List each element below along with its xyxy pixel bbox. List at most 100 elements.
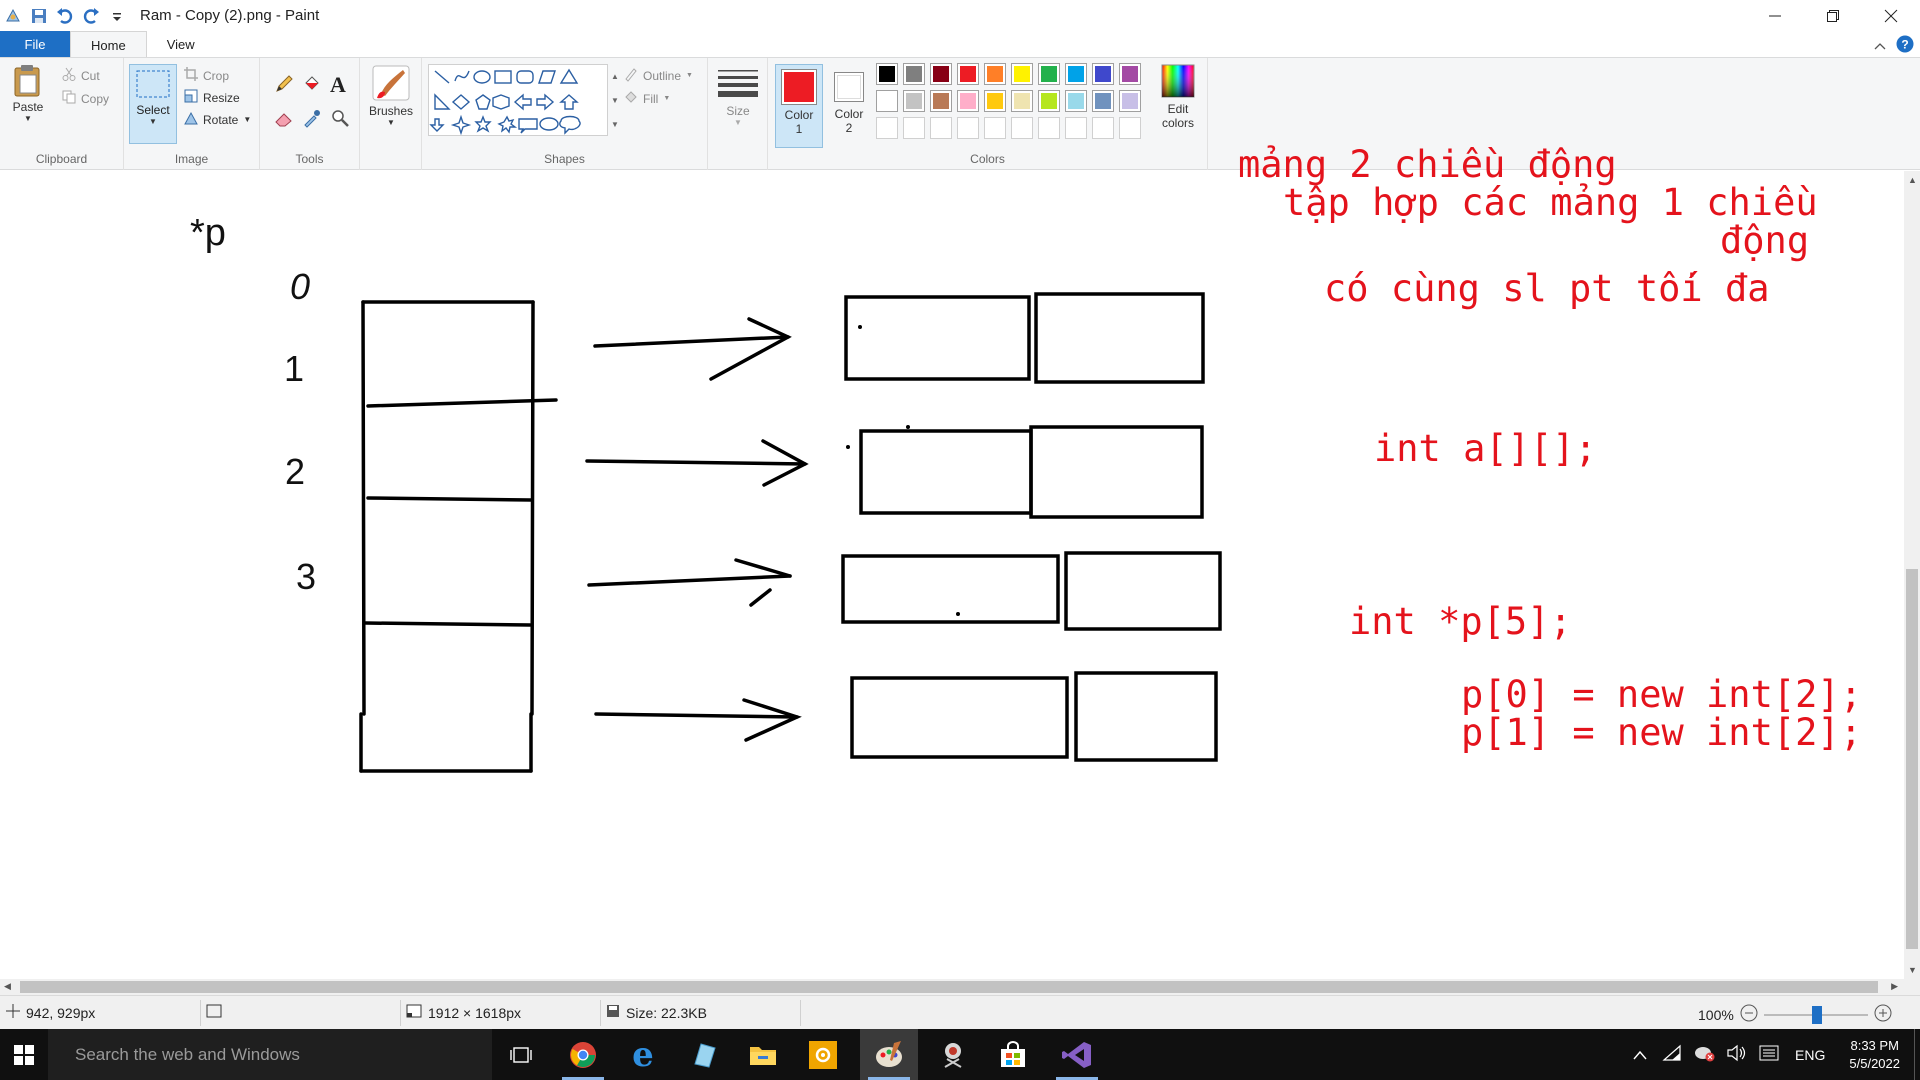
palette-swatch[interactable] [1092, 63, 1114, 85]
palette-swatch[interactable] [1011, 90, 1033, 112]
brushes-dropdown-chevron-icon[interactable]: ▼ [387, 118, 395, 127]
taskbar-clock[interactable]: 8:33 PM 5/5/2022 [1835, 1037, 1914, 1073]
taskbar-edge[interactable]: e [614, 1029, 672, 1080]
color2-button[interactable]: Color 2 [827, 64, 871, 135]
collapse-ribbon-icon[interactable] [1874, 38, 1886, 53]
taskbar-visual-studio[interactable] [1048, 1029, 1106, 1080]
scroll-up-arrow-icon[interactable]: ▲ [1908, 175, 1917, 185]
palette-swatch[interactable] [957, 63, 979, 85]
zoom-slider[interactable] [1763, 1005, 1868, 1024]
rotate-button[interactable]: Rotate ▼ [184, 111, 251, 128]
brushes-button[interactable]: Brushes ▼ [366, 64, 416, 127]
tab-home[interactable]: Home [70, 31, 147, 58]
zoom-out-icon[interactable] [1740, 1004, 1758, 1025]
scroll-right-arrow-icon[interactable]: ▶ [1891, 981, 1898, 991]
custom-color-slot[interactable] [903, 117, 925, 139]
size-dropdown-chevron-icon[interactable]: ▼ [734, 118, 742, 127]
palette-swatch[interactable] [903, 90, 925, 112]
help-icon[interactable]: ? [1896, 35, 1914, 56]
minimize-button[interactable] [1746, 0, 1804, 31]
palette-swatch[interactable] [876, 63, 898, 85]
undo-icon[interactable] [56, 7, 74, 25]
horizontal-scrollbar[interactable]: ◀ ▶ [0, 979, 1904, 995]
custom-color-slot[interactable] [984, 117, 1006, 139]
palette-swatch[interactable] [984, 63, 1006, 85]
close-button[interactable] [1862, 0, 1920, 31]
palette-swatch[interactable] [1065, 90, 1087, 112]
edit-colors-button[interactable]: Edit colors [1153, 64, 1203, 130]
palette-swatch[interactable] [876, 90, 898, 112]
copy-button[interactable]: Copy [62, 90, 109, 107]
save-icon[interactable] [30, 7, 48, 25]
crop-button[interactable]: Crop [184, 67, 229, 84]
custom-color-slot[interactable] [1065, 117, 1087, 139]
size-button[interactable]: Size ▼ [714, 68, 762, 127]
start-button[interactable] [0, 1029, 48, 1080]
pencil-icon[interactable] [274, 74, 294, 97]
resize-button[interactable]: Resize [184, 89, 240, 106]
taskbar-paint[interactable] [860, 1029, 918, 1080]
drawing-canvas[interactable]: *p 0 1 2 3 mảng 2 chiều động tập hợp các… [0, 143, 1904, 979]
palette-swatch[interactable] [1011, 63, 1033, 85]
expand-gallery-chevron-icon[interactable]: ▼ [611, 119, 619, 129]
taskbar-app-blue[interactable] [674, 1029, 732, 1080]
outline-dropdown-chevron-icon[interactable]: ▼ [686, 72, 693, 79]
palette-swatch[interactable] [930, 90, 952, 112]
redo-icon[interactable] [82, 7, 100, 25]
select-button[interactable]: Select ▼ [129, 64, 177, 144]
scroll-down-chevron-icon[interactable]: ▼ [611, 95, 619, 105]
paste-dropdown-chevron-icon[interactable]: ▼ [24, 114, 32, 123]
palette-swatch[interactable] [1038, 90, 1060, 112]
cut-button[interactable]: Cut [62, 67, 100, 84]
custom-color-slot[interactable] [930, 117, 952, 139]
scroll-down-arrow-icon[interactable]: ▼ [1908, 965, 1917, 975]
volume-icon[interactable] [1721, 1044, 1753, 1064]
palette-swatch[interactable] [1038, 63, 1060, 85]
shapes-gallery[interactable] [428, 64, 608, 136]
show-hidden-icons-chevron-icon[interactable] [1623, 1047, 1657, 1063]
palette-swatch[interactable] [984, 90, 1006, 112]
eraser-icon[interactable] [274, 108, 294, 131]
palette-swatch[interactable] [957, 90, 979, 112]
outline-button[interactable]: Outline ▼ [624, 67, 693, 84]
network-warning-icon[interactable] [1687, 1044, 1721, 1065]
keyboard-icon[interactable] [1753, 1045, 1785, 1064]
fill-bucket-icon[interactable] [302, 74, 322, 97]
zoom-in-icon[interactable] [1874, 1004, 1892, 1025]
restore-button[interactable] [1804, 0, 1862, 31]
taskbar-store[interactable] [984, 1029, 1042, 1080]
rotate-dropdown-chevron-icon[interactable]: ▼ [243, 115, 252, 124]
vertical-scrollbar[interactable]: ▲ ▼ [1904, 171, 1920, 979]
palette-swatch[interactable] [1119, 90, 1141, 112]
scroll-up-chevron-icon[interactable]: ▲ [611, 71, 619, 81]
palette-swatch[interactable] [1119, 63, 1141, 85]
fill-dropdown-chevron-icon[interactable]: ▼ [663, 95, 671, 102]
select-dropdown-chevron-icon[interactable]: ▼ [149, 117, 157, 126]
color-picker-icon[interactable] [302, 108, 322, 131]
tab-view[interactable]: View [166, 36, 195, 52]
text-tool-icon[interactable]: A [330, 72, 346, 97]
wifi-icon[interactable] [1657, 1044, 1687, 1064]
palette-swatch[interactable] [930, 63, 952, 85]
palette-swatch[interactable] [1065, 63, 1087, 85]
input-language[interactable]: ENG [1795, 1046, 1826, 1063]
color1-button[interactable]: Color 1 [775, 64, 823, 148]
task-view-button[interactable] [492, 1029, 550, 1080]
tab-file[interactable]: File [0, 31, 70, 57]
custom-color-slot[interactable] [1038, 117, 1060, 139]
customize-toolbar-chevron-icon[interactable] [108, 7, 126, 25]
custom-color-slot[interactable] [957, 117, 979, 139]
custom-color-slot[interactable] [1011, 117, 1033, 139]
palette-swatch[interactable] [1092, 90, 1114, 112]
custom-color-slot[interactable] [876, 117, 898, 139]
palette-swatch[interactable] [903, 63, 925, 85]
horizontal-scroll-thumb[interactable] [20, 981, 1878, 993]
paste-button[interactable]: Paste ▼ [6, 64, 50, 123]
taskbar-search-box[interactable]: Search the web and Windows [48, 1029, 492, 1080]
taskbar-chrome[interactable] [554, 1029, 612, 1080]
vertical-scroll-thumb[interactable] [1906, 569, 1918, 949]
zoom-slider-thumb[interactable] [1811, 1005, 1822, 1024]
shapes-gallery-scroll[interactable]: ▲ ▼ ▼ [610, 64, 620, 136]
taskbar-snipping[interactable] [924, 1029, 982, 1080]
scroll-left-arrow-icon[interactable]: ◀ [4, 981, 11, 991]
